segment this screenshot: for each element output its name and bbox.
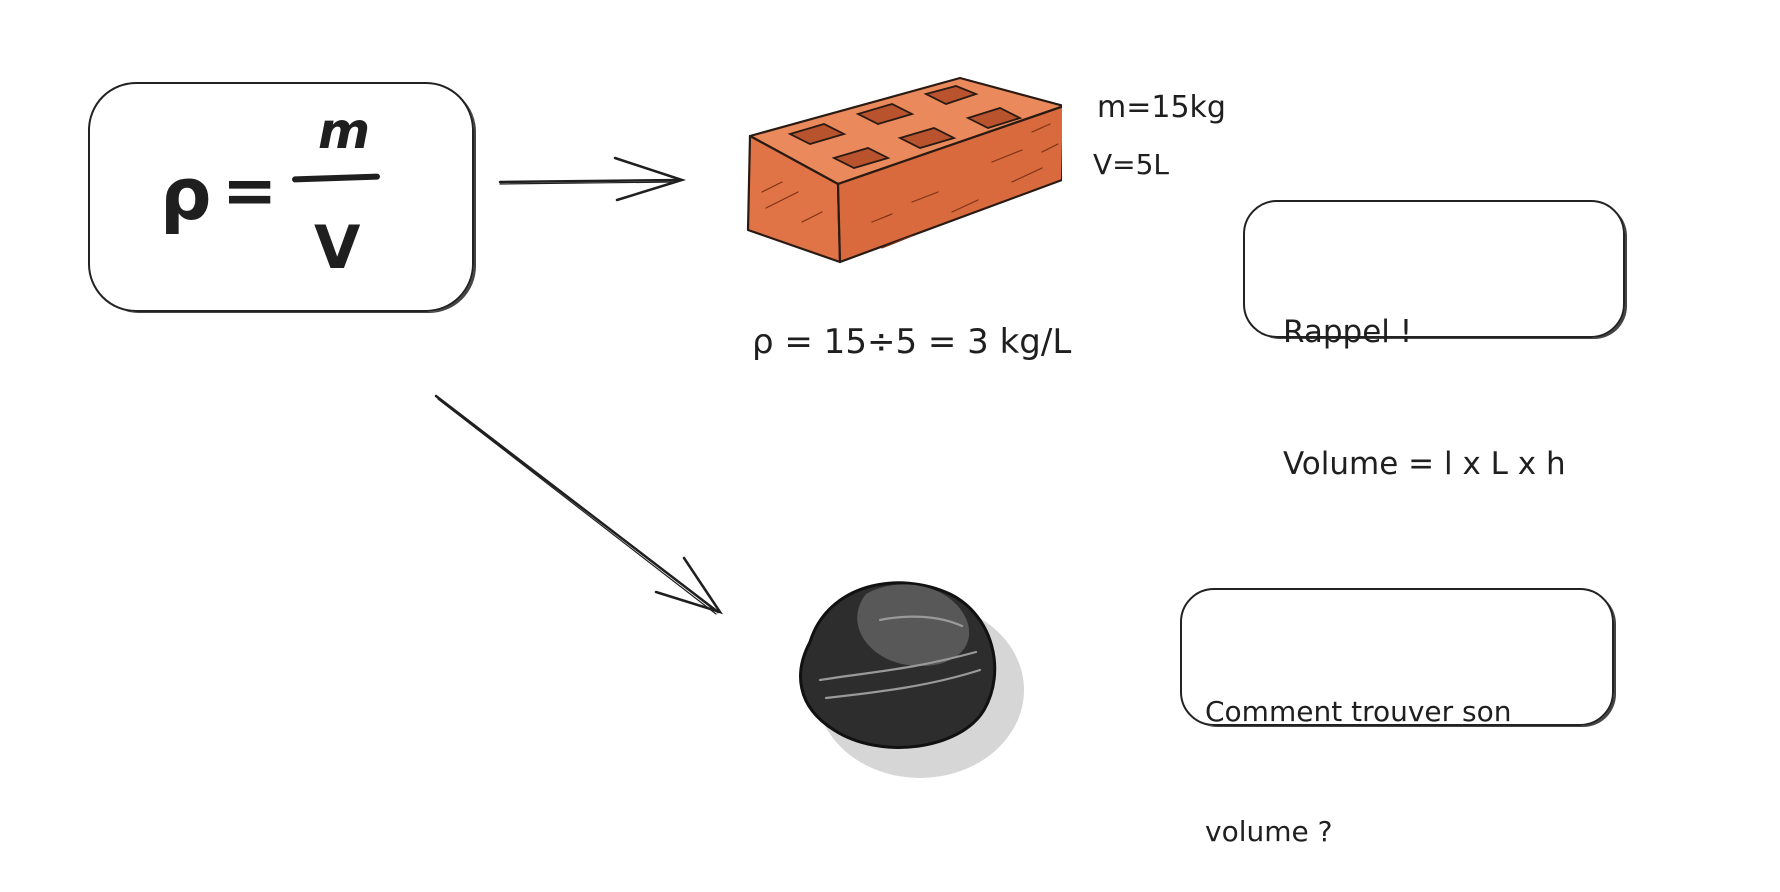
- question-box: [1180, 588, 1614, 726]
- reminder-line-2: Volume = l x L x h: [1283, 446, 1566, 482]
- stone-icon: [799, 581, 1024, 778]
- question-line-1: Comment trouver son: [1205, 695, 1512, 728]
- formula-box: [88, 82, 474, 312]
- reminder-box: [1243, 200, 1625, 338]
- formula-equals: =: [222, 152, 278, 229]
- arrow-to-stone: [434, 394, 724, 615]
- reminder-text: Rappel ! Volume = l x L x h: [1283, 222, 1566, 530]
- question-text: Comment trouver son volume ?: [1205, 612, 1512, 892]
- brick-icon: [746, 76, 1062, 264]
- density-formula: ρ = m V: [150, 106, 390, 283]
- formula-denominator: V: [314, 213, 361, 283]
- brick-mass-label: m=15kg: [1097, 90, 1226, 125]
- brick-volume-label: V=5L: [1093, 148, 1170, 181]
- reminder-line-1: Rappel !: [1283, 314, 1413, 350]
- formula-numerator: m: [318, 102, 371, 160]
- fraction-bar: [291, 173, 381, 183]
- connector-layer: [434, 156, 724, 615]
- arrow-to-brick: [498, 156, 687, 202]
- formula-rho: ρ: [160, 152, 212, 236]
- question-line-2: volume ?: [1205, 815, 1333, 848]
- brick-density-calculation: ρ = 15÷5 = 3 kg/L: [752, 322, 1072, 362]
